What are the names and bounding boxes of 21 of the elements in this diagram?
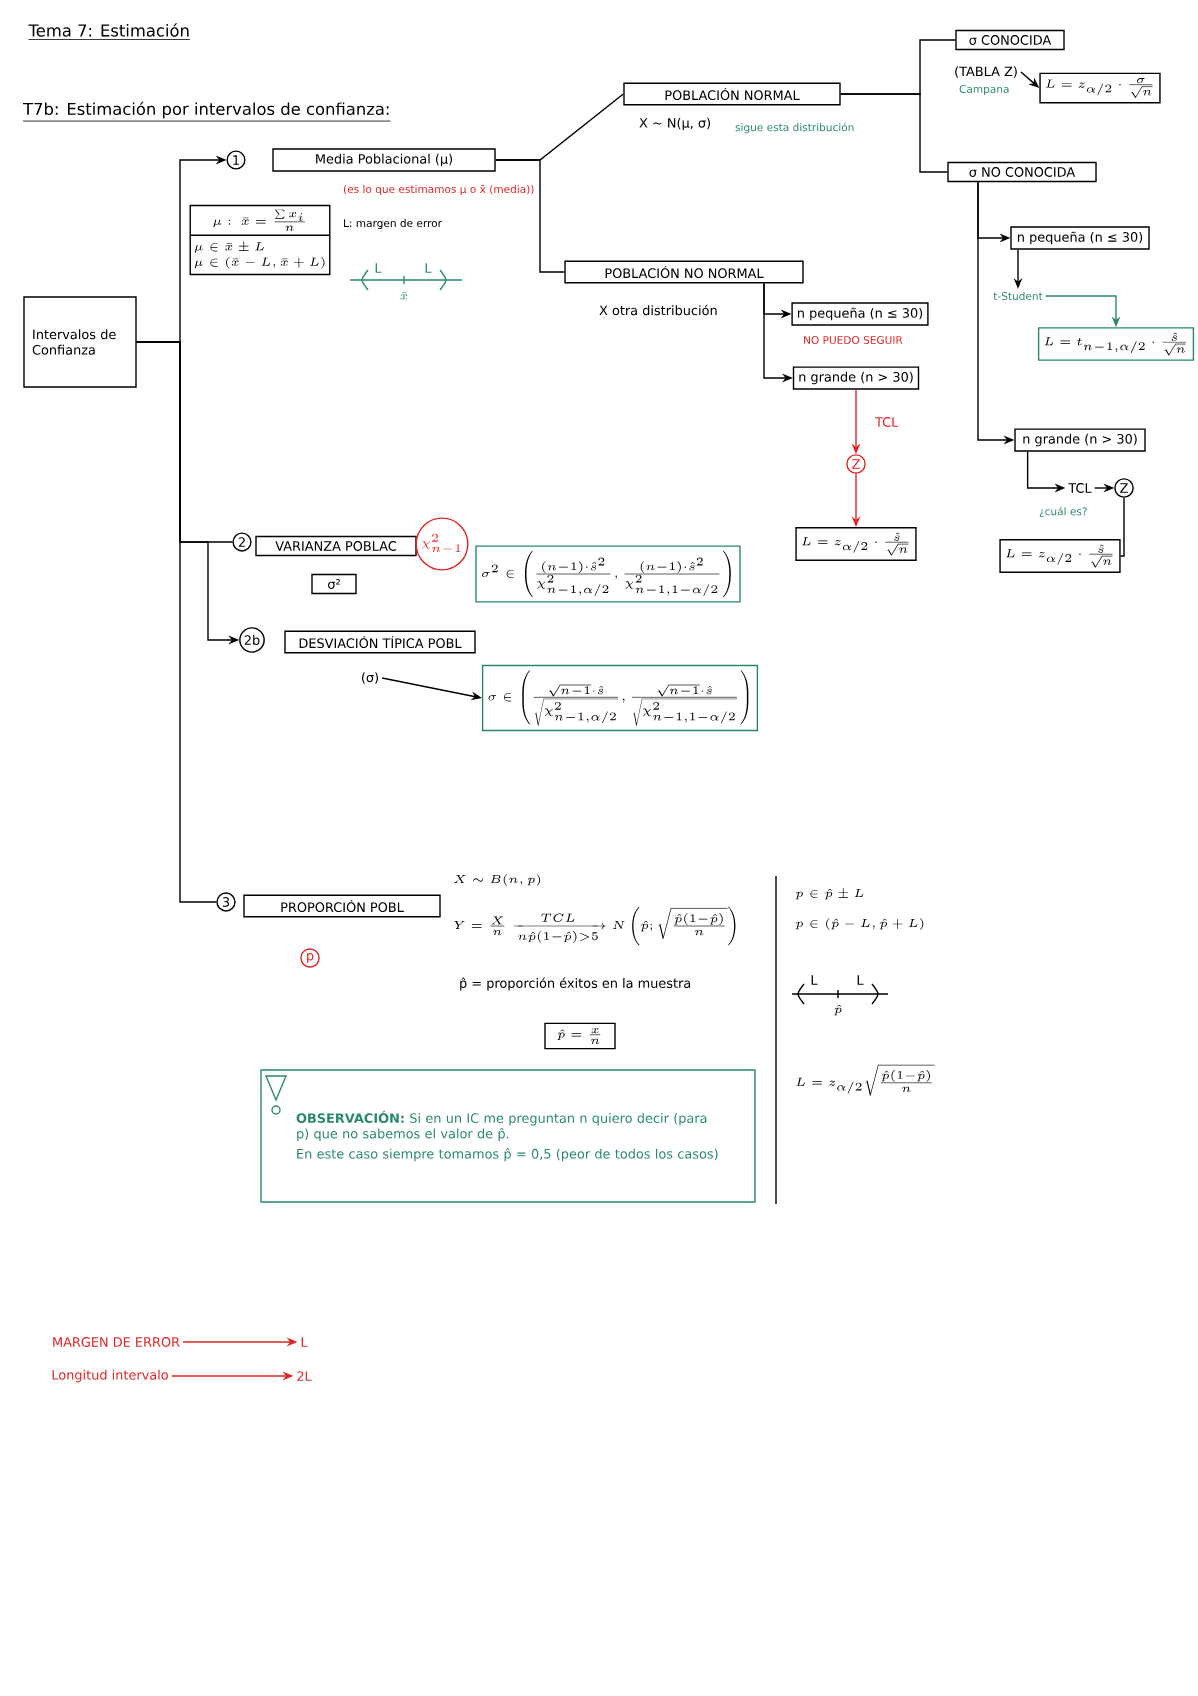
connector-line [840, 93, 948, 173]
formula-box: $\sigma\in\left(\frac{\sqrt{n-1}\cdot\hat{s}}{\sqrt{\chi^2_{n-1,\alpha/2}}},\frac{\sqrt{n-1}\cdot\hat{s}}{\sqrt{\chi^2_{n-1,1-\alpha/2}}}\right)$ [481, 664, 759, 732]
formula-box: $L=z_{\alpha/2}\cdot\frac{\hat{s}}{\sqrt{n}}$ [999, 539, 1121, 573]
connector-line [495, 159, 565, 273]
interval-label: $\hat{p}$ [834, 1004, 842, 1016]
formula-box: $\hat{p}=\frac{x}{n}$ [544, 1022, 616, 1050]
formula-box: $\sigma^2\in\left(\frac{(n-1)\cdot\hat{s}^2}{\chi^2_{n-1,\alpha/2}},\frac{(n-1)\cdot\hat{s}^2}{\chi^2_{n-1,1-\alpha/2}}\right)$ [475, 545, 741, 603]
formula-text: $L=z_{\alpha/2}\sqrt{\frac{\hat{p}(1-\hat{p})}{n}}$ [796, 1064, 935, 1096]
formula-text: $p\in\hat{p}\pm L$ [795, 887, 864, 900]
formula-box: $L=t_{n-1,\alpha/2}\cdot\frac{\hat{s}}{\sqrt{n}}$ [1037, 327, 1195, 361]
title: Tema 7: Estimación [28, 23, 191, 40]
interval-label: $\bar{x}$ [400, 292, 408, 300]
formula-text: $Y=\frac{X}{n}\xrightarrow[n\hat{p}(1-\hat{p})>5]{TCL}N\left(\hat{p};\sqrt{\frac{\hat{p}(1-\hat{p})}{n}}\right)$ [454, 906, 736, 946]
connector-line [136, 341, 217, 903]
formula-box: $L=z_{\alpha/2}\cdot\frac{\hat{s}}{\sqrt{n}}$ [795, 527, 917, 561]
connector-line [1119, 497, 1125, 557]
subtitle: T7b: Estimación por intervalos de confianza: [22, 101, 391, 122]
formula-text: $p\in(\hat{p}-L,\hat{p}+L)$ [795, 918, 924, 930]
formula-box: $\mu:\ \bar{x}=\frac{\sum x_i}{n}$ $\mu\in\bar{x}\pm L$ $\mu\in(\bar{x}-L,\bar{x}+L)$ [189, 204, 331, 276]
formula-box: $L=z_{\alpha/2}\cdot\frac{\sigma}{\sqrt{n}}$ [1039, 72, 1161, 104]
formula-text: $X\sim B(n,p)$ [454, 874, 541, 886]
